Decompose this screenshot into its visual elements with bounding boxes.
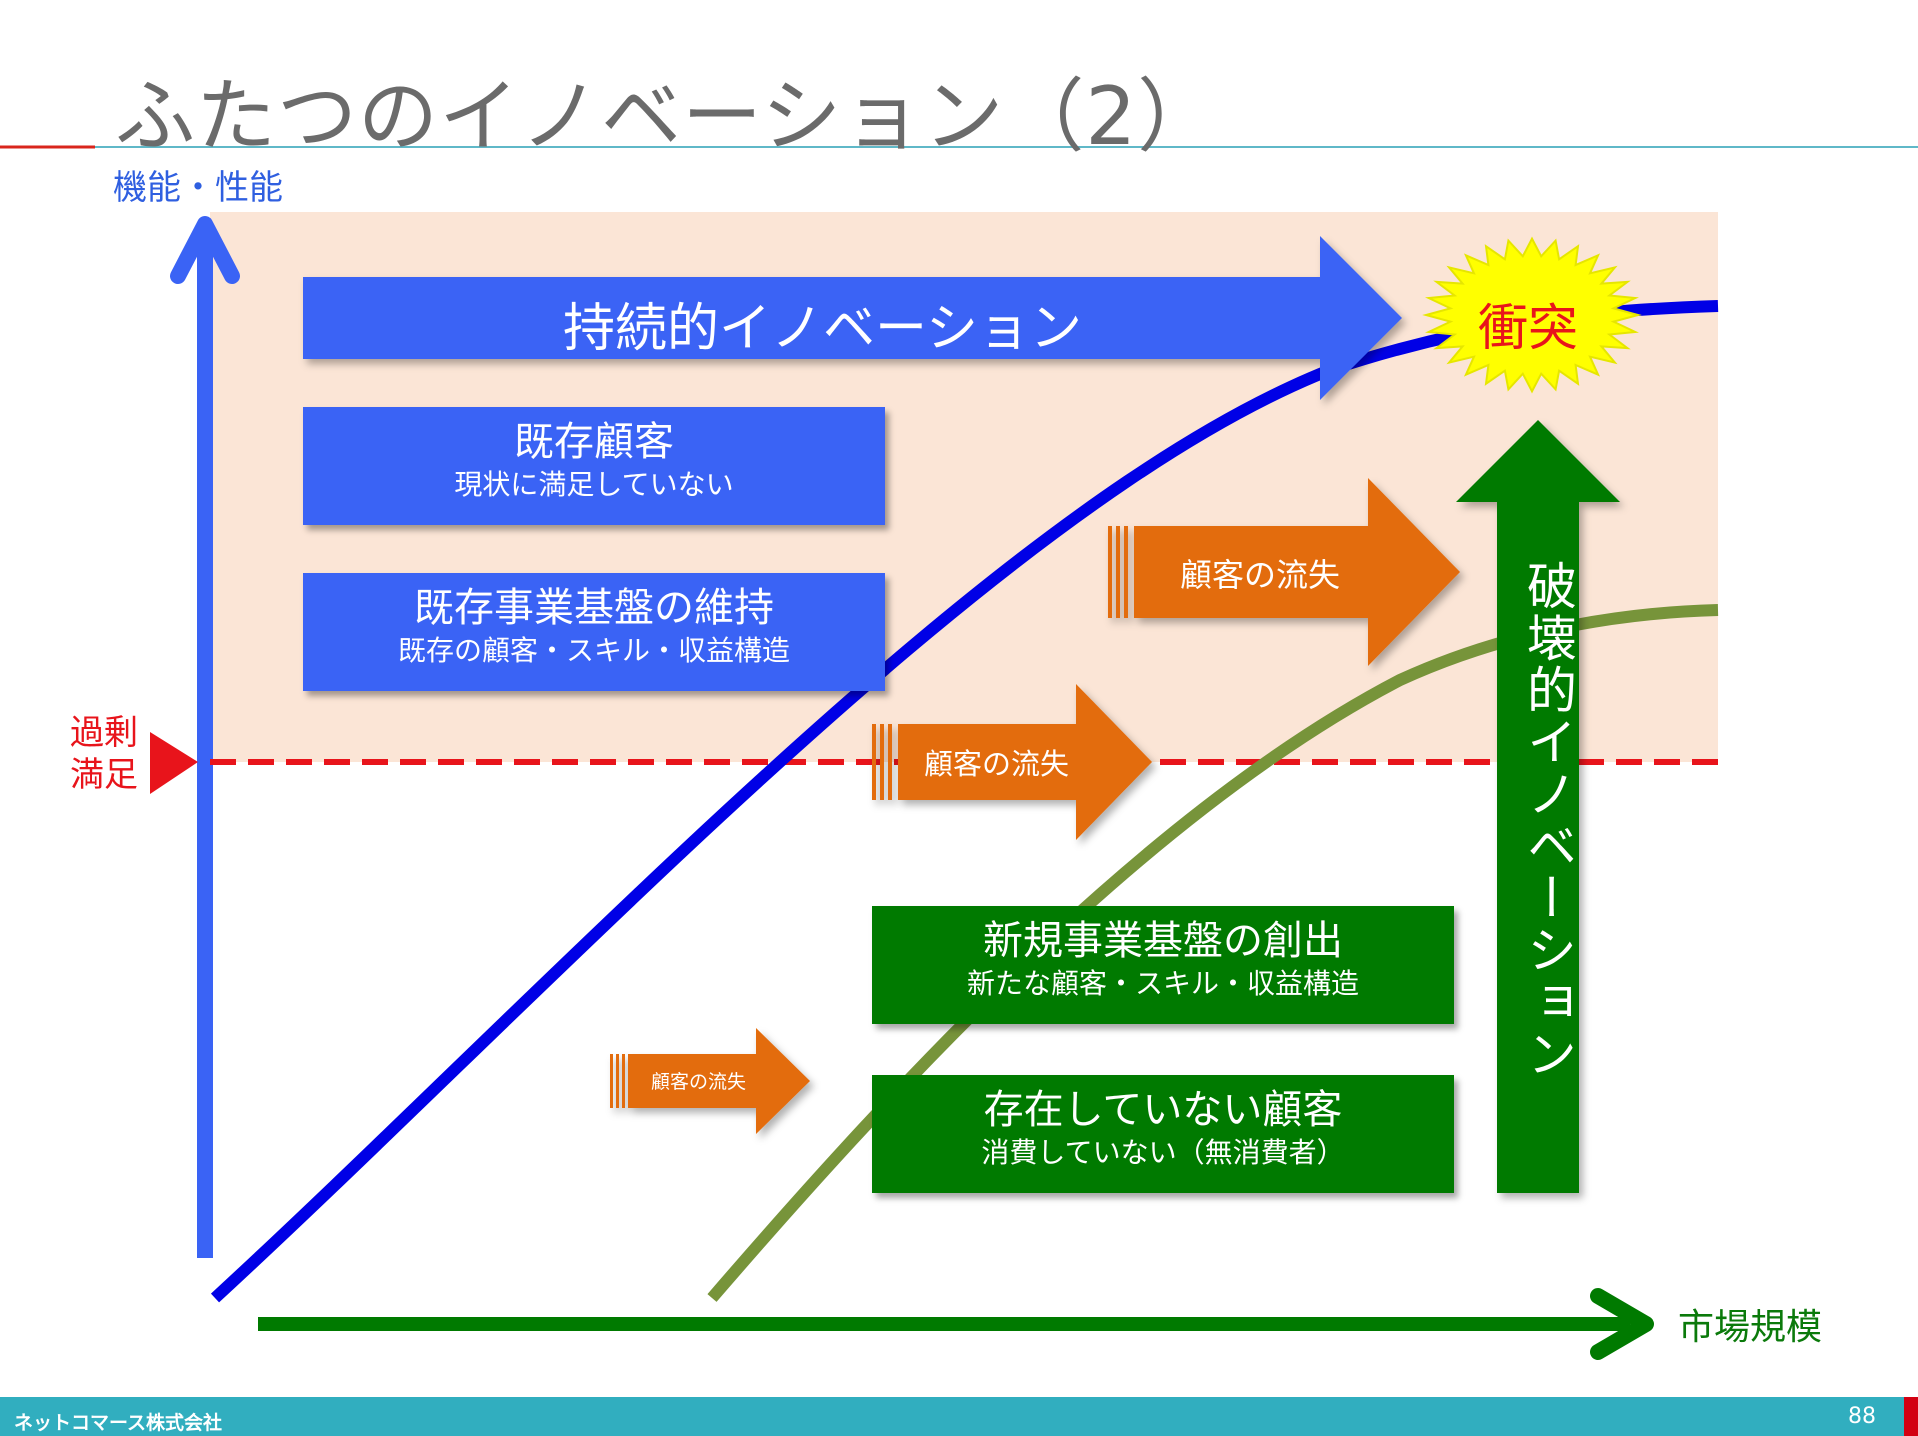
- page-title: ふたつのイノベーション（2）: [115, 70, 1219, 163]
- churn-arrow-2-label: 顧客の流失: [924, 747, 1070, 781]
- x-axis-label: 市場規模: [1678, 1307, 1823, 1348]
- sustaining-arrow-label: 持続的イノベーション: [563, 299, 1082, 359]
- footer-bar: [0, 1397, 1918, 1436]
- existing-base-box: 既存事業基盤の維持 既存の顧客・スキル・収益構造: [303, 573, 885, 691]
- existing-customers-sub: 現状に満足していない: [454, 468, 734, 501]
- non-customers-sub: 消費していない（無消費者）: [981, 1136, 1345, 1169]
- churn-arrow-3: [610, 1028, 810, 1134]
- sustaining-arrow: [303, 236, 1402, 400]
- page-number: 88: [1848, 1404, 1876, 1429]
- disruptive-curve: [707, 604, 1719, 1302]
- y-axis-label: 機能・性能: [113, 168, 283, 208]
- over-satisfied-label: 過剰 満足: [70, 713, 138, 795]
- over-satisfied-marker: [150, 732, 198, 794]
- x-axis-arrowhead: [1590, 1288, 1654, 1360]
- existing-base-title: 既存事業基盤の維持: [414, 585, 774, 631]
- existing-customers-box: 既存顧客 現状に満足していない: [303, 407, 885, 525]
- new-base-title: 新規事業基盤の創出: [983, 918, 1343, 964]
- non-customers-title: 存在していない顧客: [983, 1087, 1343, 1133]
- y-axis-arrowhead: [170, 216, 240, 284]
- footer-company: ネットコマース株式会社: [14, 1412, 223, 1434]
- churn-arrow-2: [872, 684, 1152, 840]
- new-base-box: 新規事業基盤の創出 新たな顧客・スキル・収益構造: [872, 906, 1454, 1024]
- disruptive-arrow: [1456, 420, 1620, 1193]
- collision-label: 衝突: [1478, 299, 1578, 357]
- disruptive-arrow-label: 破壊的イノベーション: [1519, 560, 1577, 1080]
- existing-base-sub: 既存の顧客・スキル・収益構造: [397, 634, 790, 667]
- existing-customers-title: 既存顧客: [514, 419, 674, 465]
- footer-accent: [1904, 1397, 1918, 1436]
- churn-arrow-1-label: 顧客の流失: [1180, 556, 1341, 594]
- churn-arrow-1: [1108, 478, 1460, 666]
- collision-star: [1422, 236, 1642, 394]
- non-customers-box: 存在していない顧客 消費していない（無消費者）: [872, 1075, 1454, 1193]
- churn-arrow-3-label: 顧客の流失: [651, 1071, 747, 1093]
- new-base-sub: 新たな顧客・スキル・収益構造: [966, 967, 1359, 1000]
